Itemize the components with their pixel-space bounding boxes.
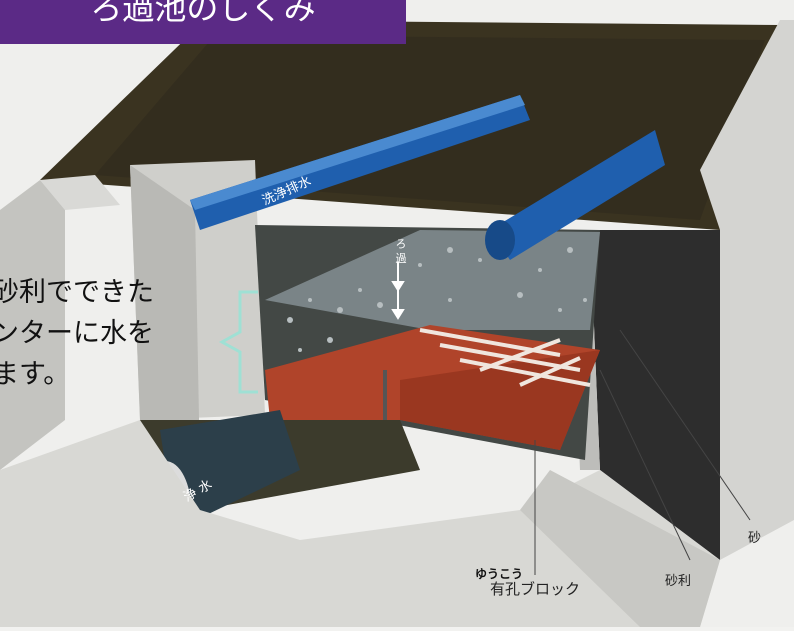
wall-top-left [40, 175, 120, 210]
wall-right-dark-face [590, 230, 720, 560]
wall-right-top [700, 20, 794, 560]
block-label: 有孔ブロック [490, 580, 581, 598]
divider-wall-face [130, 165, 200, 470]
title-banner: ろ過池のしくみ [0, 0, 406, 44]
filtration-arrows [391, 262, 405, 320]
caption-line-1: 砂利でできた [0, 277, 154, 308]
block-reading-label: ゆうこう [475, 567, 524, 581]
gravel-dots [287, 242, 587, 352]
block-joints [419, 328, 591, 387]
wall-left-face [0, 180, 65, 470]
caption-bracket [218, 290, 258, 394]
wash-trough-short [490, 130, 665, 260]
block-front-face [400, 350, 600, 450]
base-step [520, 470, 720, 627]
caption-line-3: ます。 [0, 359, 71, 390]
sand-label: 砂 [748, 531, 762, 546]
gravel-label: 砂利 [665, 574, 692, 589]
page-title: ろ過池のしくみ [90, 0, 316, 27]
base-slab [0, 420, 720, 627]
caption-line-2: ンターに水を [0, 318, 154, 349]
filtration-label: ろ 過 [394, 238, 407, 264]
leader-lines [534, 329, 751, 575]
caption: 砂利でできた ンターに水を ます。 [0, 272, 207, 395]
outlet-pipe [160, 410, 300, 530]
